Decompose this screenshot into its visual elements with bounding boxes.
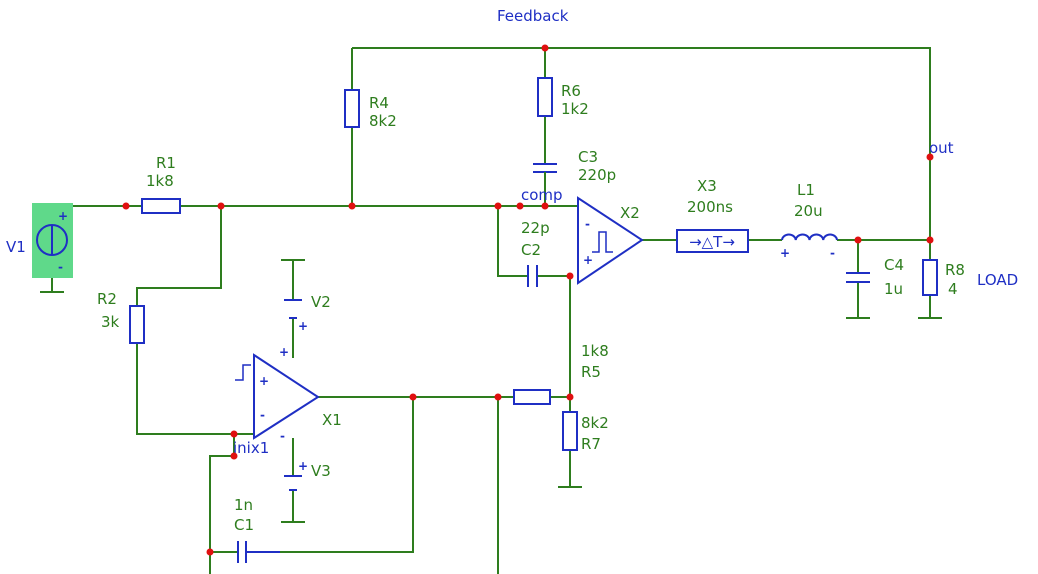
capacitor-c1[interactable]: 1n C1 [234, 496, 280, 563]
junction-nodes [122, 44, 934, 556]
resistor-r5[interactable]: 1k8 R5 [513, 342, 609, 405]
opamp-x1[interactable]: + - + - X1 [235, 345, 342, 443]
node [230, 430, 238, 438]
wire-x1-minus[interactable] [209, 434, 235, 574]
net-label-comp[interactable]: comp [521, 186, 563, 204]
node [230, 452, 238, 460]
c3-name: C3 [578, 148, 598, 166]
node [566, 272, 574, 280]
v3-plus-mark: + [298, 459, 308, 473]
r4-name: R4 [369, 94, 389, 112]
node [409, 393, 417, 401]
wire-r2[interactable] [136, 206, 254, 435]
node [541, 44, 549, 52]
x3-symbol: →△T→ [689, 233, 735, 251]
v1-ground-icon [40, 278, 64, 293]
node [122, 202, 130, 210]
c3-value: 220p [578, 166, 616, 184]
voltage-source-v1[interactable]: + - V1 [6, 203, 73, 293]
r7-name: R7 [581, 435, 601, 453]
x1-name: X1 [322, 411, 342, 429]
r5-value: 1k8 [581, 342, 609, 360]
x1-vplus-mark: + [279, 345, 289, 359]
inductor-l1[interactable]: + - L1 20u [780, 181, 838, 260]
resistor-r2[interactable]: R2 3k [97, 290, 145, 344]
c4-name: C4 [884, 256, 904, 274]
node [926, 153, 934, 161]
x3-value: 200ns [687, 198, 733, 216]
node [494, 393, 502, 401]
net-label-inix1[interactable]: inix1 [233, 439, 269, 457]
v1-label: V1 [6, 238, 26, 256]
r5-name: R5 [581, 363, 601, 381]
node [541, 202, 549, 210]
r1-name: R1 [156, 154, 176, 172]
v3-name: V3 [311, 462, 331, 480]
c2-value: 22p [521, 219, 550, 237]
delay-x3[interactable]: →△T→ X3 200ns [676, 177, 749, 253]
x2-name: X2 [620, 204, 640, 222]
r6-value: 1k2 [561, 100, 589, 118]
x1-plus-mark: + [259, 374, 269, 388]
r2-name: R2 [97, 290, 117, 308]
node [566, 393, 574, 401]
c1-name: C1 [234, 516, 254, 534]
resistor-r6[interactable]: R6 1k2 [537, 77, 589, 118]
capacitor-c4[interactable]: C4 1u [846, 256, 904, 319]
x1-vminus-mark: - [280, 429, 285, 443]
x3-name: X3 [697, 177, 717, 195]
r4-value: 8k2 [369, 112, 397, 130]
node [217, 202, 225, 210]
node [926, 236, 934, 244]
resistor-r7[interactable]: 8k2 R7 [558, 411, 609, 488]
x2-plus-mark: + [583, 253, 593, 267]
wire-c1-loop[interactable] [210, 397, 414, 553]
node [494, 202, 502, 210]
r8-name: R8 [945, 261, 965, 279]
v1-plus-mark: + [58, 209, 68, 223]
voltage-source-v2[interactable]: V2 + [281, 259, 331, 333]
resistor-r4[interactable]: R4 8k2 [344, 89, 397, 130]
x2-minus-mark: - [585, 217, 590, 231]
c1-value: 1n [234, 496, 253, 514]
resistor-r1[interactable]: R1 1k8 [141, 154, 181, 214]
node [348, 202, 356, 210]
x1-minus-mark: - [260, 408, 265, 422]
l1-plus-mark: + [780, 246, 790, 260]
net-label-out[interactable]: out [929, 139, 954, 157]
capacitor-c3[interactable]: C3 220p [533, 148, 616, 206]
l1-name: L1 [797, 181, 815, 199]
node [516, 202, 524, 210]
r1-value: 1k8 [146, 172, 174, 190]
r7-value: 8k2 [581, 414, 609, 432]
v1-minus-mark: - [58, 260, 63, 274]
v2-plus-mark: + [298, 319, 308, 333]
wires [51, 47, 931, 574]
node [206, 548, 214, 556]
v2-name: V2 [311, 293, 331, 311]
c4-value: 1u [884, 280, 903, 298]
l1-value: 20u [794, 202, 823, 220]
voltage-source-v3[interactable]: V3 + [281, 459, 331, 523]
net-label-feedback[interactable]: Feedback [497, 7, 569, 25]
r6-name: R6 [561, 82, 581, 100]
node [854, 236, 862, 244]
r2-value: 3k [101, 313, 120, 331]
x2-hysteresis-icon [592, 231, 613, 253]
opamp-x2[interactable]: - + X2 [577, 196, 644, 285]
l1-minus-mark: - [830, 246, 835, 260]
capacitor-c2[interactable]: 22p C2 [521, 219, 550, 287]
x1-offset-icon [235, 364, 251, 381]
net-label-load[interactable]: LOAD [977, 271, 1018, 289]
c2-name: C2 [521, 241, 541, 259]
resistor-r8[interactable]: R8 4 [918, 259, 965, 319]
r8-value: 4 [948, 280, 958, 298]
wire-feedback-top[interactable] [352, 47, 931, 240]
